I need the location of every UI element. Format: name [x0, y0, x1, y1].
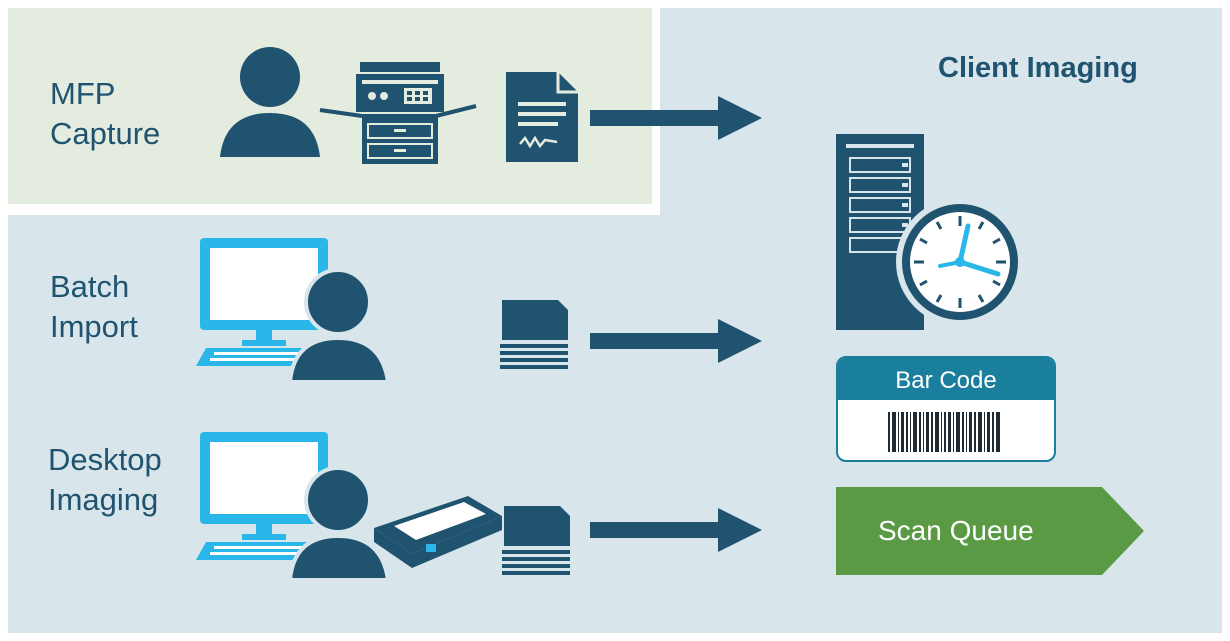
batch-workstation	[196, 238, 391, 384]
flatbed-scanner-icon	[374, 496, 502, 568]
scan-queue: Scan Queue	[836, 487, 1146, 575]
desktop-monitor-icon	[200, 432, 328, 540]
clock-icon	[896, 198, 1024, 326]
arrow-icon	[590, 319, 762, 363]
paper-stack-icon	[500, 300, 568, 369]
desktop-label-line2: Imaging	[48, 482, 159, 517]
desktop-label-line1: Desktop	[48, 442, 162, 477]
document-icon	[506, 72, 578, 162]
mfp-printer-icon	[319, 62, 477, 164]
queue-arrow-shape	[836, 487, 1144, 575]
person-icon	[287, 268, 391, 384]
server-clock-group	[836, 134, 1024, 330]
person-icon	[220, 47, 320, 157]
mfp-label-line1: MFP	[50, 76, 116, 111]
barcode-icon	[888, 412, 1000, 452]
scan-queue-label: Scan Queue	[878, 515, 1034, 546]
desktop-imaging-label: Desktop Imaging	[48, 440, 162, 520]
person-icon	[287, 466, 391, 580]
client-imaging-title: Client Imaging	[938, 52, 1138, 84]
barcode-card: Bar Code	[836, 356, 1056, 462]
mfp-capture-label: MFP Capture	[50, 74, 160, 154]
batch-label-line1: Batch	[50, 269, 130, 304]
arrow-icon	[590, 96, 762, 140]
keyboard-icon	[196, 542, 320, 560]
mfp-label-line2: Capture	[50, 116, 161, 151]
keyboard-icon	[196, 348, 320, 366]
desktop-workstation	[196, 432, 391, 580]
paper-stack-icon	[502, 506, 570, 575]
batch-label-line2: Import	[50, 309, 138, 344]
desktop-monitor-icon	[200, 238, 328, 346]
barcode-label: Bar Code	[838, 358, 1054, 400]
arrow-icon	[590, 508, 762, 552]
batch-import-label: Batch Import	[50, 267, 138, 347]
